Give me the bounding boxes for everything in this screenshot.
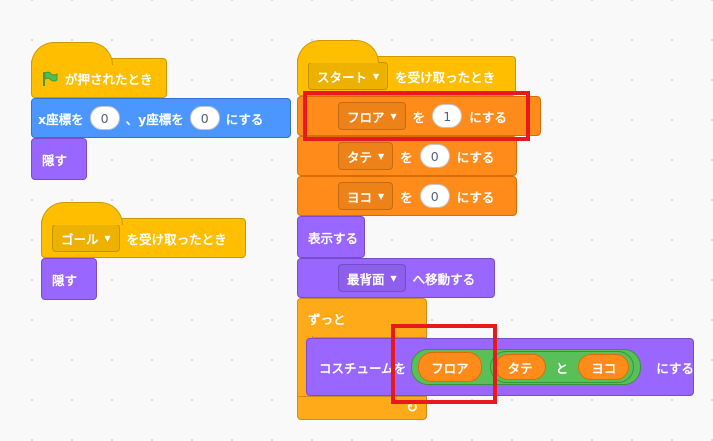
dropdown-caret-icon: ▼: [378, 151, 385, 161]
layer-dropdown[interactable]: 最背面 ▼: [338, 264, 406, 292]
hide-label-2: 隠す: [52, 272, 78, 288]
loop-arrow-icon: ↻: [406, 400, 418, 416]
when-receive-goal-block[interactable]: ゴール ▼ を受け取ったとき: [41, 202, 246, 258]
tate-variable-reporter[interactable]: タテ: [494, 354, 546, 380]
set-yoko-suffix: にする: [456, 189, 495, 205]
dropdown-caret-icon: ▼: [373, 71, 380, 81]
x-input[interactable]: 0: [89, 106, 120, 130]
floor-variable-reporter[interactable]: フロア: [418, 352, 482, 382]
set-floor-suffix: にする: [469, 109, 507, 125]
yoko-variable-name: ヨコ: [347, 189, 373, 205]
forever-top: ずっと: [297, 298, 427, 338]
set-yoko-mid: を: [400, 189, 413, 205]
y-input[interactable]: 0: [189, 106, 220, 130]
goto-suffix: にする: [225, 111, 264, 127]
highlight-box-floor-reporter: [391, 324, 497, 404]
hide-block-2[interactable]: 隠す: [41, 258, 97, 300]
yoko-value-input[interactable]: 0: [419, 184, 450, 208]
costume-prefix: コスチュームを: [319, 360, 407, 376]
tate-value-input[interactable]: 0: [419, 144, 450, 168]
start-message-dropdown[interactable]: スタート ▼: [308, 62, 389, 90]
when-receive-start-block[interactable]: スタート ▼ を受け取ったとき: [297, 40, 516, 96]
yoko-variable-reporter[interactable]: ヨコ: [578, 354, 630, 380]
dropdown-caret-icon: ▼: [378, 191, 385, 201]
switch-costume-block[interactable]: コスチュームを フロア タテ と ヨコ にする: [306, 338, 694, 396]
yoko-variable-dropdown[interactable]: ヨコ ▼: [338, 182, 394, 210]
receive-suffix: を受け取ったとき: [126, 231, 227, 247]
tate-variable-name: タテ: [347, 149, 373, 165]
y-label: 、y座標を: [125, 111, 184, 127]
highlight-box-set-floor: [303, 91, 530, 141]
hide-label: 隠す: [42, 152, 68, 168]
costume-suffix: にする: [656, 360, 694, 376]
set-yoko-block[interactable]: ヨコ ▼ を 0 にする: [297, 176, 517, 216]
hat-label: が押されたとき: [65, 71, 153, 87]
floor-variable-dropdown[interactable]: フロア ▼: [338, 102, 406, 130]
set-floor-block[interactable]: フロア ▼ を 1 にする: [297, 96, 541, 136]
floor-value-input[interactable]: 1: [432, 104, 463, 128]
dropdown-caret-icon: ▼: [390, 111, 397, 121]
forever-label: ずっと: [308, 311, 346, 327]
green-flag-icon: [42, 71, 58, 86]
set-tate-block[interactable]: タテ ▼ を 0 にする: [297, 136, 517, 176]
start-receive-suffix: を受け取ったとき: [395, 69, 496, 85]
set-floor-mid: を: [412, 109, 426, 125]
dropdown-caret-icon: ▼: [104, 233, 111, 243]
x-label: x座標を: [38, 111, 84, 127]
layer-suffix: へ移動する: [412, 271, 476, 287]
tate-variable-dropdown[interactable]: タテ ▼: [338, 142, 394, 170]
set-tate-suffix: にする: [456, 149, 495, 165]
hide-block[interactable]: 隠す: [31, 138, 87, 180]
set-tate-mid: を: [400, 149, 413, 165]
layer-option: 最背面: [347, 271, 385, 287]
show-block[interactable]: 表示する: [297, 216, 365, 258]
go-to-xy-block[interactable]: x座標を 0 、y座標を 0 にする: [31, 98, 291, 138]
floor-variable-name: フロア: [347, 109, 385, 125]
when-flag-clicked-block[interactable]: が押されたとき: [31, 42, 167, 98]
dropdown-caret-icon: ▼: [390, 273, 397, 283]
join-mid-label: と: [555, 360, 569, 376]
go-to-back-layer-block[interactable]: 最背面 ▼ へ移動する: [297, 258, 495, 298]
start-message-value: スタート: [317, 69, 368, 85]
join-inner-reporter[interactable]: タテ と ヨコ: [489, 351, 635, 383]
join-outer-reporter[interactable]: フロア タテ と ヨコ: [411, 349, 642, 385]
show-label: 表示する: [308, 230, 359, 246]
message-dropdown[interactable]: ゴール ▼: [52, 224, 120, 252]
message-value: ゴール: [61, 231, 99, 247]
